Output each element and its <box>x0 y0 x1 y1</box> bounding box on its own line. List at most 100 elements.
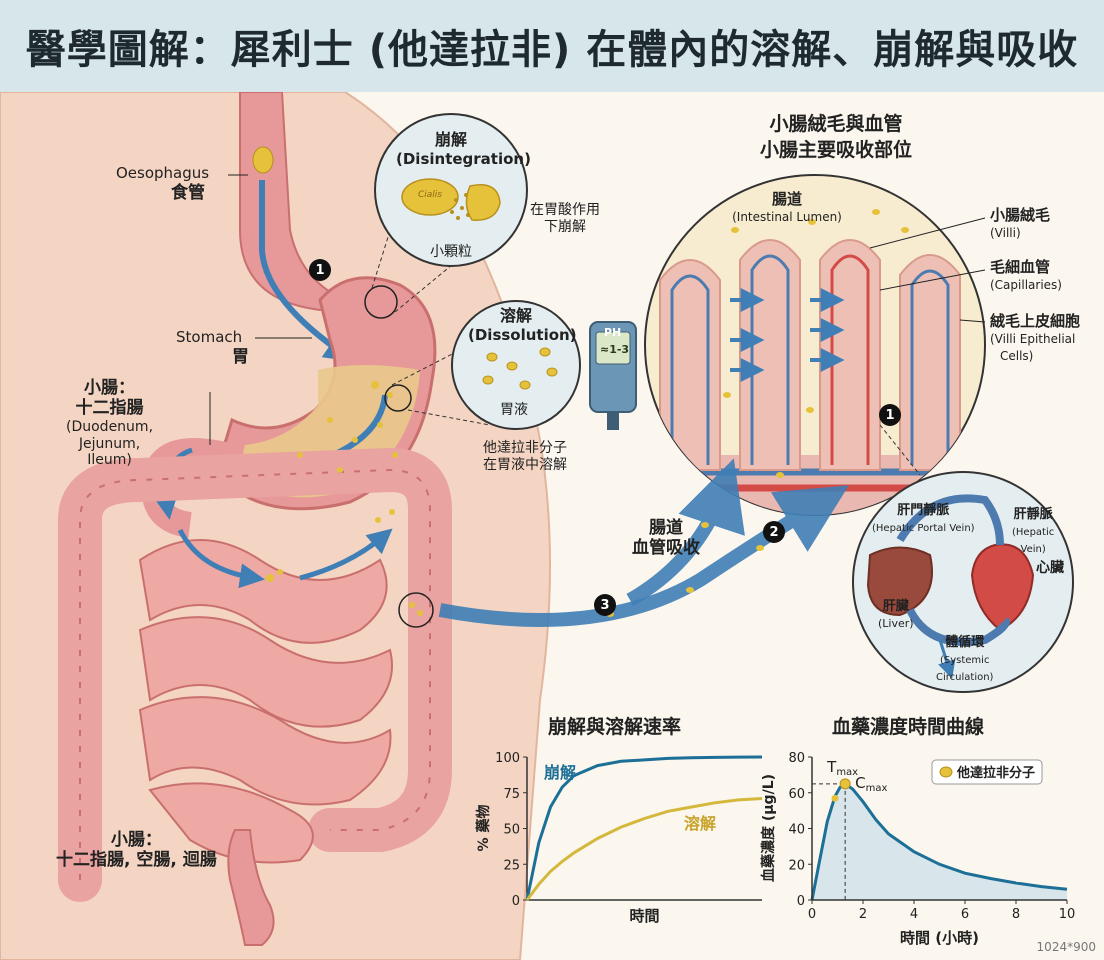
intestine-arrow-2 <box>299 528 393 581</box>
villi-heading: 小腸絨毛與血管 小腸主要吸收部位 <box>760 112 912 163</box>
dissolving-particles <box>482 347 558 390</box>
chart2-tmax-label: Tmax <box>826 758 858 778</box>
portal-vein-label: 肝門靜脈 (Hepatic Portal Vein) <box>872 502 975 536</box>
disintegration-title: 崩解 (Disintegration) <box>396 130 531 169</box>
villi-en: (Villi) <box>990 225 1021 240</box>
dissolution-note2: 在胃液中溶解 <box>483 456 567 473</box>
large-intestine-edge <box>79 468 431 880</box>
chart2-cmax-label: Cmax <box>855 774 887 794</box>
stomach-label: Stomach 胃 <box>176 328 249 367</box>
tablet-half-right <box>465 184 501 221</box>
villi-heading2: 小腸主要吸收部位 <box>760 138 913 161</box>
absorption-zh1: 腸道 <box>649 518 683 538</box>
chart2-x-tick-label: 4 <box>910 907 918 922</box>
chart2-y-tick-label: 60 <box>788 787 805 802</box>
chart2-y-tick-label: 40 <box>788 823 805 838</box>
chart2-legend-box <box>931 759 1043 785</box>
liver-en: (Liver) <box>878 616 914 630</box>
disintegration-en: (Disintegration) <box>396 149 531 168</box>
step-badge-1b: 1 <box>879 404 901 426</box>
chart2-peak-marker <box>839 778 851 790</box>
ph-meter <box>589 321 637 430</box>
hepatic-vein-label: 肝靜脈 (Hepatic Vein) <box>1012 506 1054 556</box>
hepatic-en2: Vein) <box>1020 543 1046 555</box>
title-bar: 醫學圖解：犀利士 (他達拉非) 在體內的溶解、崩解與吸收 <box>0 0 1104 92</box>
villi-label: 小腸絨毛 (Villi) <box>990 206 1050 242</box>
lumen-en: (Intestinal Lumen) <box>732 209 842 224</box>
footer-size: 1024*900 <box>1036 940 1096 954</box>
bottom-small-intestine-label: 小腸： 十二指腸, 空腸, 迴腸 <box>56 830 217 871</box>
portal-zh: 肝門靜脈 <box>897 503 950 518</box>
chart2-x-tick-label: 10 <box>1059 907 1076 922</box>
villi-zh: 小腸絨毛 <box>990 206 1051 224</box>
chart2-x-tick-label: 6 <box>961 907 969 922</box>
step-badge-3: 3 <box>594 594 616 616</box>
oesophagus-zh: 食管 <box>171 182 205 203</box>
epithelial-label: 絨毛上皮細胞 (Villi Epithelial Cells) <box>990 312 1080 364</box>
systemic-en2: Circulation) <box>936 671 994 683</box>
chart1-y-label: % 藥物 <box>475 805 492 852</box>
chart1-x-label: 時間 <box>629 907 659 925</box>
zoom-ring-stomach-fluid <box>384 384 412 412</box>
liver-zh: 肝臟 <box>882 599 909 614</box>
chart2-x-tick-label: 2 <box>859 907 867 922</box>
circulation-detail <box>866 494 1035 679</box>
dissolution-en: (Dissolution) <box>468 325 577 344</box>
chart1-series-label-dissolution: 溶解 <box>684 814 716 833</box>
intestine-arrow-1 <box>177 528 265 589</box>
oesophagus-label: Oesophagus 食管 <box>116 164 209 203</box>
disintegration-note: 在胃酸作用 下崩解 <box>530 202 600 236</box>
chart1-y-tick-label: 50 <box>503 823 520 838</box>
portal-en: (Hepatic Portal Vein) <box>872 522 975 534</box>
chart2-rising-marker <box>831 794 839 802</box>
gut-leaders <box>209 174 312 445</box>
ph-label: PH <box>604 326 622 339</box>
chart2-y-tick-label: 20 <box>788 858 805 873</box>
chart2-area <box>812 783 1067 900</box>
dissolution-note: 他達拉非分子 在胃液中溶解 <box>483 440 567 474</box>
circulation-connector <box>879 424 921 476</box>
bottom-zh2: 十二指腸, 空腸, 迴腸 <box>56 850 217 871</box>
systemic-zh: 體循環 <box>945 635 985 650</box>
particles-label: 小顆粒 <box>430 244 472 260</box>
zoom-ring-intestine <box>398 592 434 628</box>
chart2-x-tick-label: 0 <box>808 907 816 922</box>
tablet-half-left <box>401 178 459 216</box>
stomach-zh: 胃 <box>232 346 249 367</box>
small-intestine-label: 小腸： 十二指腸 (Duodenum, Jejunum, Ileum) <box>66 378 153 469</box>
chart2-y-tick-label: 0 <box>797 894 805 909</box>
capillaries-label: 毛細血管 (Capillaries) <box>990 258 1062 294</box>
absorption-arrow-upper <box>626 458 745 607</box>
dissolution-zh: 溶解 <box>499 306 532 325</box>
small-int-en3: Ileum) <box>87 452 132 469</box>
villi-heading1: 小腸絨毛與血管 <box>769 113 903 135</box>
dissolution-note1: 他達拉非分子 <box>483 440 567 456</box>
systemic-label: 體循環 (Systemic Circulation) <box>936 634 993 684</box>
epithelial-en1: (Villi Epithelial <box>990 331 1076 346</box>
chart2-curve <box>810 781 1068 901</box>
chart2-legend-marker <box>939 766 953 778</box>
chart2-legend-label: 他達拉非分子 <box>956 765 1035 781</box>
heart-label: 心臟 <box>1036 560 1064 576</box>
oesophagus-en: Oesophagus <box>116 164 210 182</box>
dissolution-title: 溶解 (Dissolution) <box>468 306 577 345</box>
stomach-en: Stomach <box>176 328 243 346</box>
villi-leaders <box>869 217 986 323</box>
page-title: 醫學圖解：犀利士 (他達拉非) 在體內的溶解、崩解與吸收 <box>25 27 1079 73</box>
chart1-y-tick-label: 100 <box>495 751 520 766</box>
disintegration-zh: 崩解 <box>434 130 467 149</box>
zoom-ring-stomach-top <box>364 285 398 319</box>
capillaries-zh: 毛細血管 <box>990 258 1051 276</box>
rectum <box>227 829 275 946</box>
chart2-y-tick-label: 80 <box>788 751 805 766</box>
small-intestine <box>138 539 393 864</box>
epithelial-en2: Cells) <box>1000 348 1034 363</box>
step-badge-1: 1 <box>309 259 331 281</box>
oesophagus-arrow <box>259 180 355 362</box>
chart2-x-tick-label: 8 <box>1012 907 1020 922</box>
ph-value: ≈1-3 <box>600 343 630 356</box>
hepatic-en1: (Hepatic <box>1012 526 1055 538</box>
absorption-label: 腸道 血管吸收 <box>632 518 700 559</box>
